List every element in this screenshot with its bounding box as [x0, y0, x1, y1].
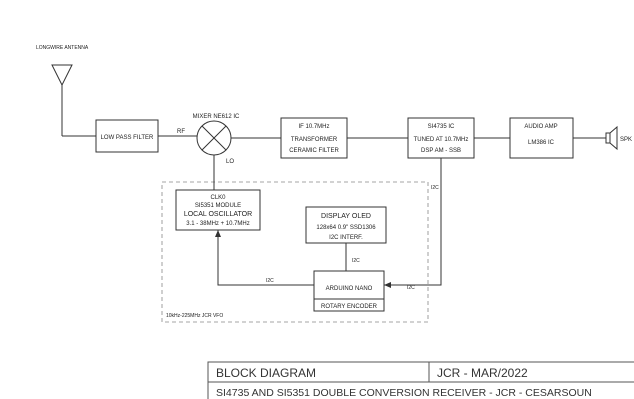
audio-amp-block: [509, 117, 574, 159]
si4735-chip: SI4735 IC: [428, 124, 455, 130]
si-i2c-label: I2C: [431, 185, 439, 191]
antenna-icon: [51, 64, 96, 137]
mixer-icon: [196, 120, 232, 156]
si-nano-i2c-wire: [384, 158, 442, 286]
lo-label: LO: [226, 159, 234, 165]
audio-amp-chip: LM386 IC: [528, 140, 555, 146]
title-block-title: BLOCK DIAGRAM: [216, 366, 316, 380]
arrow-up-icon: [215, 230, 221, 237]
arrow-left-icon: [384, 282, 391, 288]
mixer-label: MIXER NE612 IC: [193, 114, 240, 120]
oled-display-block: [305, 206, 387, 244]
si4735-tuning: TUNED AT 10.7MHz: [414, 137, 469, 143]
clk0-label: CLK0: [210, 195, 226, 201]
speaker-label: SPK: [620, 137, 632, 143]
nano-i2c-label: I2C: [407, 285, 415, 291]
speaker-icon: [605, 125, 618, 151]
audio-amp-title: AUDIO AMP: [524, 124, 557, 130]
if-filter-block: [280, 117, 348, 159]
oled-title: DISPLAY OLED: [321, 213, 371, 220]
clk-i2c-label: I2C: [266, 278, 274, 284]
title-block: [207, 361, 634, 399]
nano-clk-i2c-wire: [217, 230, 314, 286]
antenna-label: LONGWIRE ANTENNA: [36, 45, 89, 51]
oscillator-range-label: 3.1 - 38MHz + 10.7MHz: [186, 221, 250, 227]
si5351-label: SI5351 MODULE: [195, 203, 241, 209]
clk0-si5351-block: [175, 189, 261, 231]
oled-spec: 128x64 0.9" SSD1306: [316, 225, 376, 231]
rotary-encoder-block: [313, 298, 385, 312]
oled-i2c-label: I2C: [352, 258, 360, 264]
title-block-description: SI4735 AND SI5351 DOUBLE CONVERSION RECE…: [216, 387, 592, 399]
if-filter-transformer: TRANSFORMER: [291, 137, 338, 143]
vfo-label: 10kHz-225MHz JCR VFO: [166, 313, 223, 319]
local-oscillator-label: LOCAL OSCILLATOR: [184, 211, 252, 218]
arduino-nano-label: ARDUINO NANO: [326, 286, 373, 292]
oled-interface: I2C INTERF.: [329, 235, 363, 241]
vfo-boundary: [161, 181, 429, 323]
si4735-mode: DSP AM - SSB: [421, 148, 461, 154]
if-filter-ceramic: CERAMIC FILTER: [289, 148, 339, 154]
low-pass-filter-label: LOW PASS FILTER: [101, 135, 154, 141]
title-block-author-date: JCR - MAR/2022: [437, 366, 528, 380]
if-filter-freq: IF 10.7MHz: [298, 124, 329, 130]
rotary-encoder-label: ROTARY ENCODER: [321, 304, 378, 310]
rf-label: RF: [177, 129, 185, 135]
arduino-nano-block: [313, 270, 385, 300]
